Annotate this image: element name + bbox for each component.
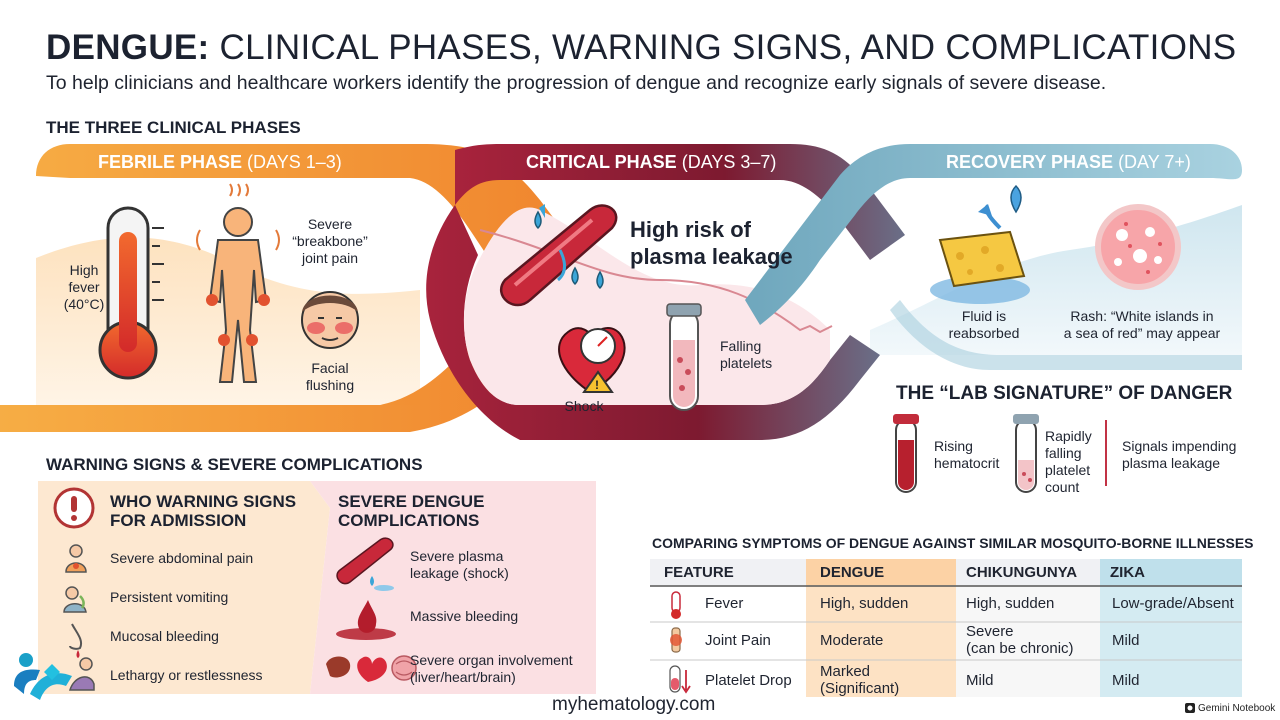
nose-bleed-icon (69, 623, 82, 658)
blood-drop-icon (336, 600, 396, 640)
flushed-face-icon (301, 291, 359, 349)
site-url[interactable]: myhematology.com (552, 694, 716, 715)
severe-dengue-title: SEVERE DENGUE COMPLICATIONS (338, 492, 485, 530)
warning-exclamation-icon (53, 487, 95, 529)
hematocrit-tube-icon (893, 414, 919, 493)
col-header: CHIKUNGUNYA (966, 564, 1078, 581)
table-cell: Fever (705, 595, 744, 612)
phases-heading: THE THREE CLINICAL PHASES (46, 118, 301, 137)
leaking-vessel-icon (499, 204, 618, 307)
col-header: ZIKA (1110, 564, 1145, 581)
sponge-icon (930, 184, 1030, 304)
col-header: FEATURE (664, 564, 734, 581)
who-warning-title: WHO WARNING SIGNS FOR ADMISSION (110, 492, 297, 530)
plasma-leakage-label: High risk of plasma leakage (630, 217, 793, 269)
rash-skin-icon (1095, 204, 1181, 290)
lab-signature-heading: THE “LAB SIGNATURE” OF DANGER (896, 383, 1233, 404)
rash-label: Rash: “White islands in a sea of red” ma… (1063, 308, 1221, 341)
page-subtitle: To help clinicians and healthcare worker… (46, 72, 1107, 94)
thermometer-icon (98, 206, 164, 380)
platelet-lab-tube-icon (1013, 414, 1039, 493)
severe-item: Massive bleeding (410, 608, 519, 624)
febrile-phase-title: FEBRILE PHASE (DAYS 1–3) (98, 152, 342, 172)
compare-table: FEATURE DENGUE CHIKUNGUNYA ZIKA (650, 559, 1242, 585)
gemini-badge: Gemini Notebook (1198, 703, 1276, 714)
table-cell: Platelet Drop (705, 672, 792, 689)
shock-label: Shock (564, 398, 604, 414)
table-cell: Severe (can be chronic) (966, 623, 1074, 657)
table-cell: High, sudden (820, 595, 909, 612)
severe-item: Severe organ involvement (liver/heart/br… (410, 652, 573, 685)
warning-heading: WARNING SIGNS & SEVERE COMPLICATIONS (46, 455, 423, 474)
rising-hematocrit-label: Rising hematocrit (934, 438, 1000, 471)
page-title: DENGUE: CLINICAL PHASES, WARNING SIGNS, … (46, 28, 1237, 67)
svg-text:!: ! (595, 378, 599, 392)
table-cell: Mild (966, 672, 994, 689)
falling-platelet-label: Rapidly falling platelet count (1045, 428, 1092, 495)
fever-label: High fever (40°C) (63, 262, 105, 312)
vomiting-icon (63, 586, 87, 613)
table-cell: Low-grade/Absent (1112, 595, 1234, 612)
lethargy-icon (69, 657, 95, 691)
table-cell: Marked (Significant) (820, 663, 900, 697)
fever-thermometer-icon (671, 591, 681, 619)
heart-shock-icon: ! (558, 326, 626, 394)
table-cell: Moderate (820, 632, 884, 649)
falling-platelets-label: Falling platelets (720, 338, 773, 371)
table-header-row: FEATURE DENGUE CHIKUNGUNYA ZIKA (650, 559, 1242, 585)
platelet-tube-icon (666, 303, 702, 411)
col-header: DENGUE (820, 564, 885, 581)
compare-heading: COMPARING SYMPTOMS OF DENGUE AGAINST SIM… (652, 535, 1254, 551)
severe-item: Severe plasma leakage (shock) (410, 548, 509, 581)
facial-flushing-label: Facial flushing (305, 360, 355, 393)
signals-leakage-label: Signals impending plasma leakage (1122, 438, 1237, 471)
joint-pain-label: Severe “breakbone” joint pain (292, 216, 368, 266)
abdominal-pain-icon (65, 544, 87, 573)
body-ache-icon (196, 183, 280, 383)
gemini-notebook-icon (1185, 703, 1195, 713)
recovery-phase-title: RECOVERY PHASE (DAY 7+) (946, 152, 1191, 172)
organs-icon (326, 655, 417, 682)
site-logo-icon (14, 653, 72, 700)
table-cell: High, sudden (966, 595, 1055, 612)
who-item: Lethargy or restlessness (110, 667, 263, 683)
who-item: Severe abdominal pain (110, 550, 254, 566)
who-item: Persistent vomiting (110, 589, 229, 605)
joint-icon (670, 627, 682, 653)
platelet-drop-icon (669, 665, 691, 694)
table-cell: Mild (1112, 632, 1140, 649)
table-cell: Mild (1112, 672, 1140, 689)
who-item: Mucosal bleeding (110, 628, 219, 644)
critical-phase-title: CRITICAL PHASE (DAYS 3–7) (526, 152, 777, 172)
fluid-reabsorbed-label: Fluid is reabsorbed (948, 308, 1020, 341)
table-cell: Joint Pain (705, 632, 771, 649)
plasma-leak-icon (336, 537, 394, 591)
